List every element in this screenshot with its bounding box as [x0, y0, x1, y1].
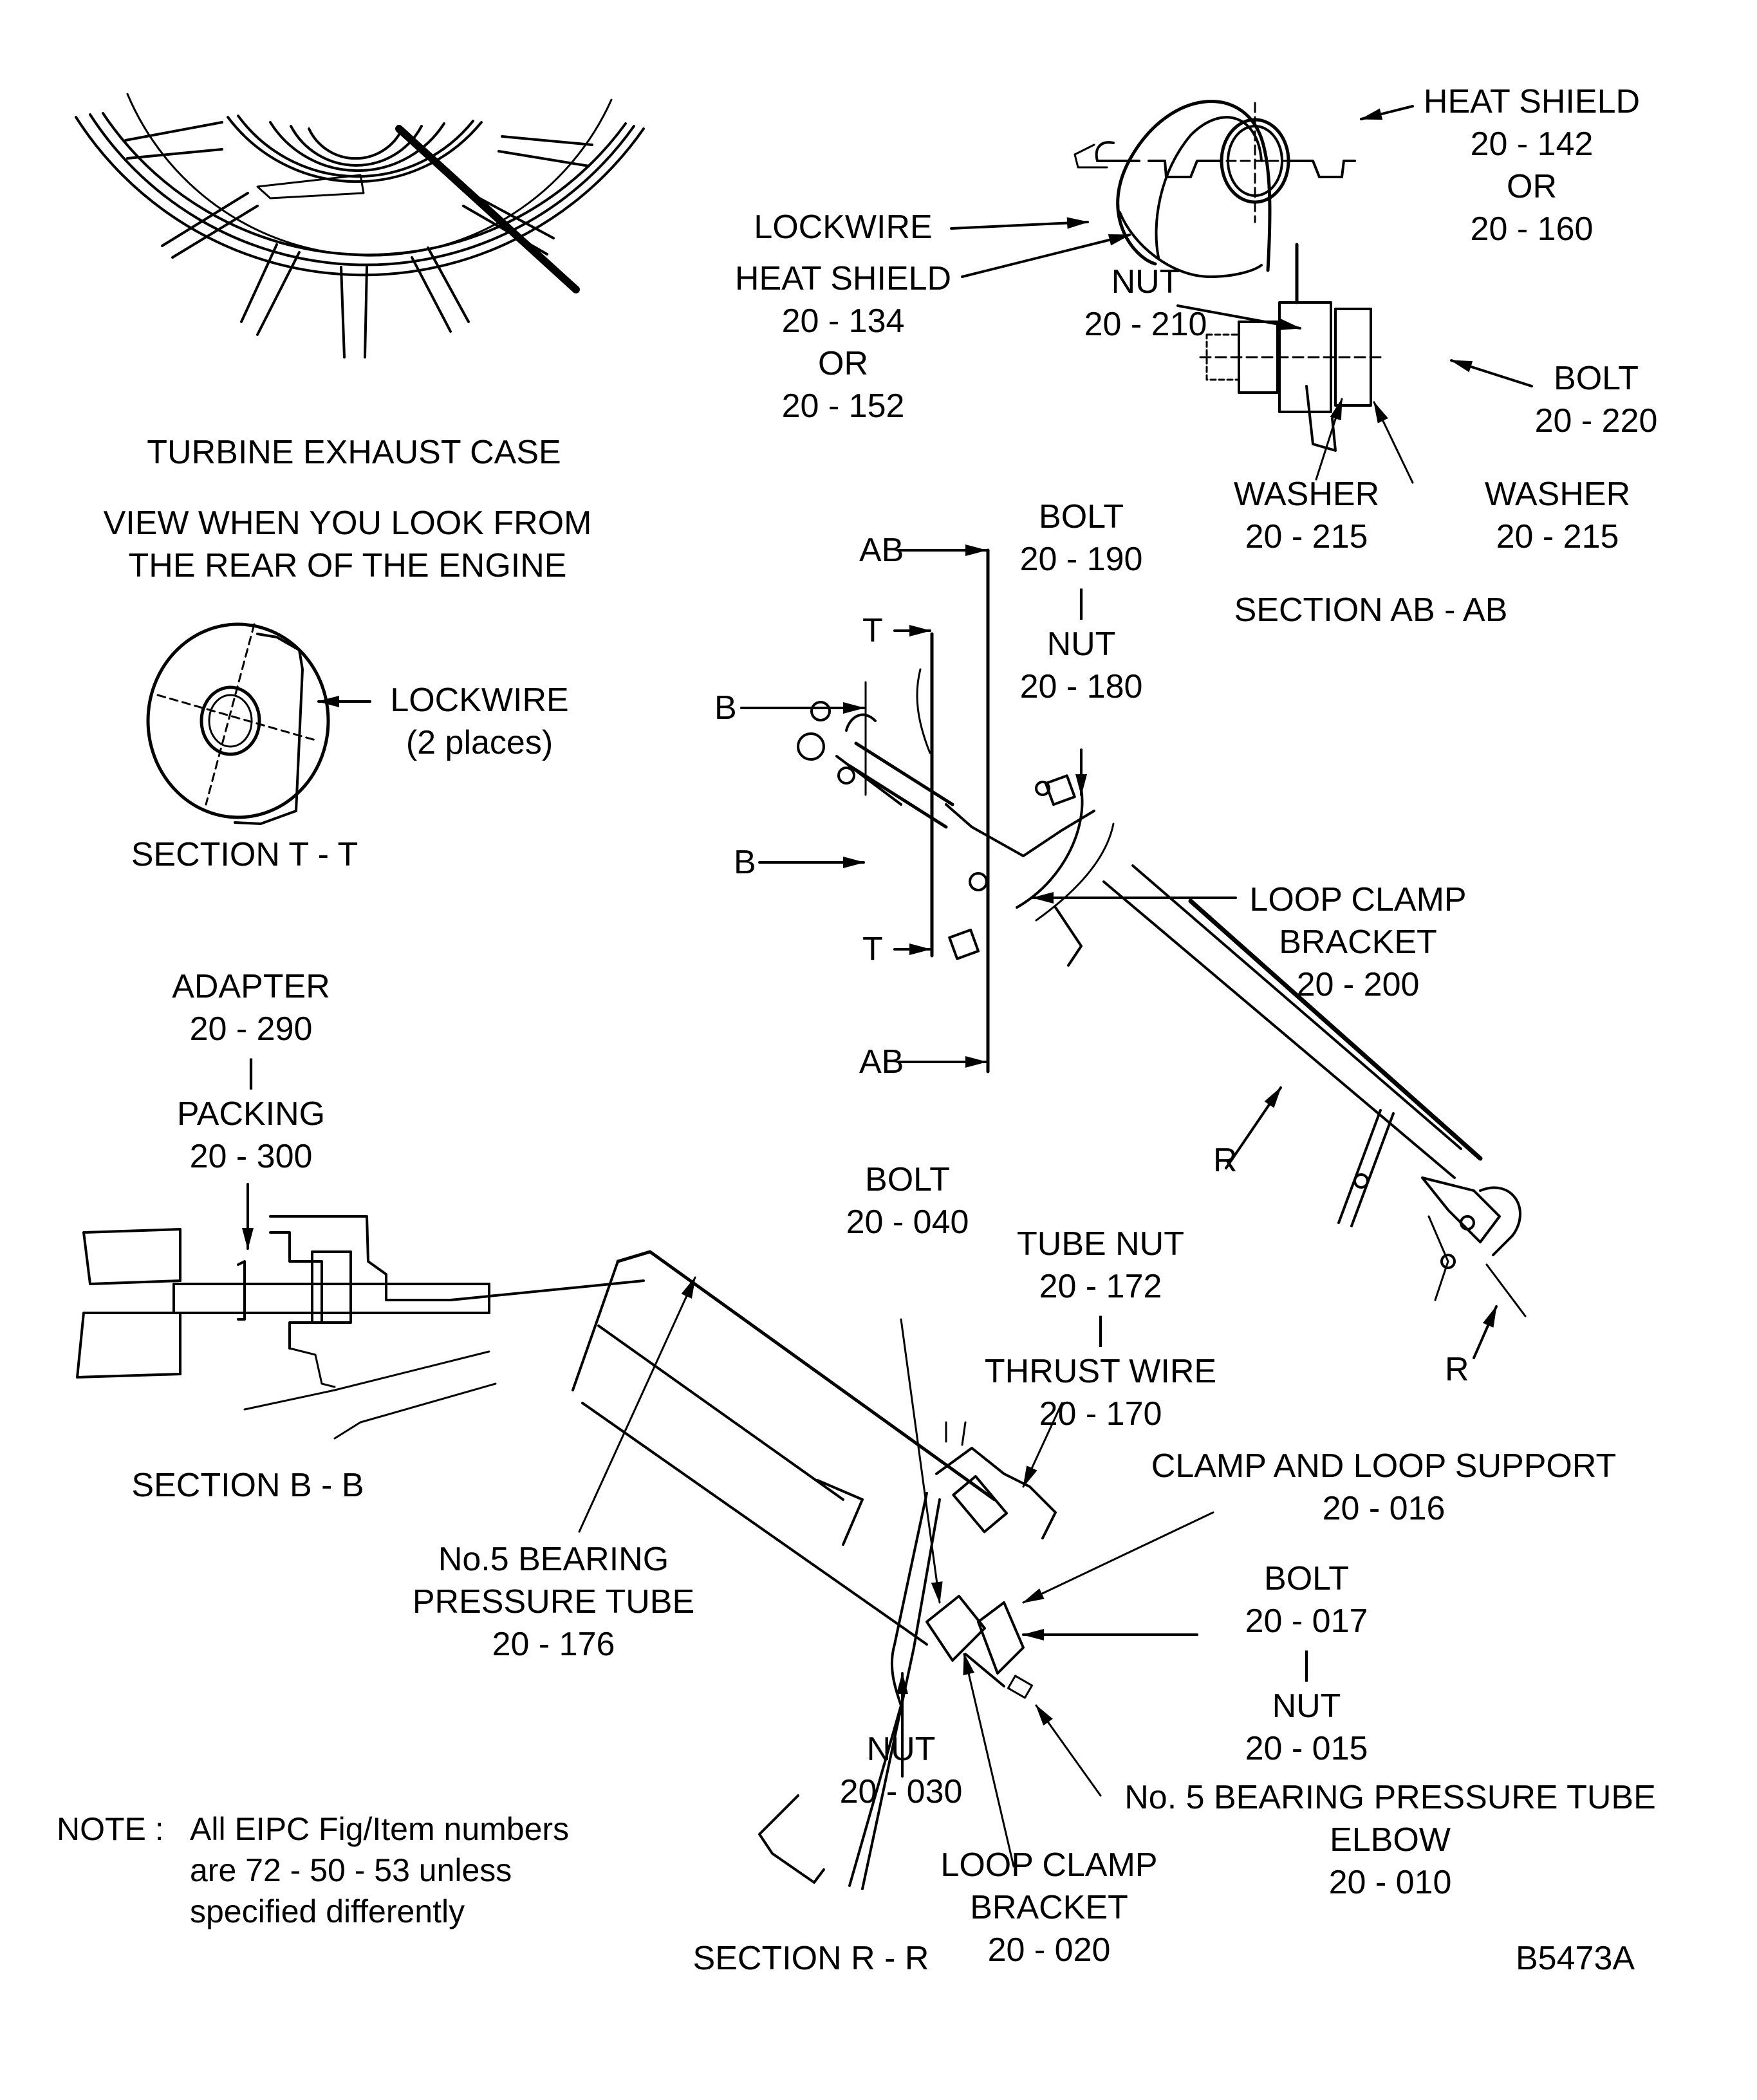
label-no5-bearing-pressure-tube-elbow: No. 5 BEARING PRESSURE TUBE ELBOW 20 - 0…: [1124, 1779, 1656, 1901]
label-tube-nut-thrust-wire: TUBE NUT 20 - 172 | THRUST WIRE 20 - 170: [984, 1225, 1217, 1433]
cut-marker-b-top: B: [714, 689, 737, 727]
label-lockwire-ab: LOCKWIRE: [754, 209, 933, 246]
section-ab-title: SECTION AB - AB: [1234, 591, 1508, 629]
label-heat-shield-20-134: HEAT SHIELD 20 - 134 OR 20 - 152: [734, 260, 952, 425]
label-heat-shield-20-142: HEAT SHIELD 20 - 142 OR 20 - 160: [1423, 83, 1641, 248]
label-loop-clamp-bracket-20-020: LOOP CLAMP BRACKET 20 - 020: [940, 1846, 1158, 1969]
label-bolt-20-017-nut-20-015: BOLT 20 - 017 | NUT 20 - 015: [1245, 1560, 1368, 1767]
label-loop-clamp-bracket-20-200: LOOP CLAMP BRACKET 20 - 200: [1249, 881, 1467, 1003]
note-prefix: NOTE :: [57, 1811, 164, 1847]
main-view-drawing: [741, 544, 1525, 1358]
label-no5-bearing-pressure-tube: No.5 BEARING PRESSURE TUBE 20 - 176: [412, 1541, 695, 1663]
cut-marker-ab-top: AB: [859, 532, 904, 569]
section-t-title: SECTION T - T: [131, 836, 358, 873]
cut-marker-t-bottom: T: [862, 931, 883, 968]
note-text: All EIPC Fig/Item numbers are 72 - 50 - …: [190, 1811, 570, 1929]
cut-marker-ab-bottom: AB: [859, 1043, 904, 1081]
turbine-exhaust-case-subtitle: VIEW WHEN YOU LOOK FROM THE REAR OF THE …: [103, 505, 592, 584]
cut-marker-t-top: T: [862, 612, 883, 649]
turbine-exhaust-case-title: TURBINE EXHAUST CASE: [147, 434, 561, 471]
section-ab-drawing: [1075, 102, 1384, 451]
section-r-title: SECTION R - R: [693, 1940, 929, 1977]
label-washer-left: WASHER 20 - 215: [1233, 476, 1380, 555]
label-clamp-and-loop-support: CLAMP AND LOOP SUPPORT 20 - 016: [1151, 1447, 1617, 1527]
label-bolt-20-040: BOLT 20 - 040: [846, 1161, 969, 1241]
figure-id: B5473A: [1516, 1940, 1635, 1977]
section-b-drawing: [77, 1216, 644, 1438]
label-lockwire-2-places: LOCKWIRE (2 places): [390, 682, 569, 761]
label-bolt-20-220: BOLT 20 - 220: [1534, 360, 1658, 440]
section-r-drawing: [573, 1252, 1213, 1889]
cut-marker-r-top: R: [1213, 1142, 1238, 1179]
cut-marker-b-bottom: B: [734, 844, 756, 881]
label-nut-20-210: NUT 20 - 210: [1084, 263, 1207, 343]
section-t-drawing: [148, 624, 328, 824]
cut-marker-r-bottom: R: [1445, 1351, 1469, 1388]
turbine-exhaust-case-drawing: [76, 94, 644, 357]
label-adapter-packing: ADAPTER 20 - 290 | PACKING 20 - 300: [172, 968, 330, 1175]
leader-lines: [242, 106, 1532, 1250]
label-washer-right: WASHER 20 - 215: [1484, 476, 1631, 555]
section-b-title: SECTION B - B: [131, 1467, 364, 1504]
label-nut-20-030: NUT 20 - 030: [839, 1731, 963, 1810]
label-bolt-20-190-nut-20-180: BOLT 20 - 190 | NUT 20 - 180: [1019, 498, 1143, 705]
